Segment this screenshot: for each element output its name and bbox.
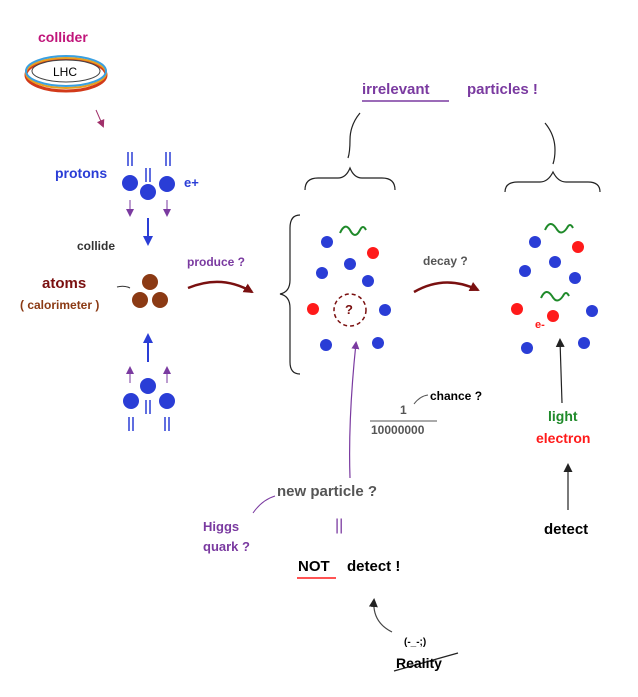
collider-arrow (95, 109, 105, 128)
electron-label: electron (536, 430, 591, 446)
unknown-particle-mark: ? (345, 302, 353, 317)
proton-beam-lower (123, 333, 175, 431)
fraction-numerator: 1 (400, 403, 407, 417)
detect-label: detect (544, 521, 589, 538)
decay-label: decay ? (423, 254, 468, 268)
lhc-ring (24, 55, 108, 93)
irrelevant-label: irrelevant (362, 81, 430, 98)
e-minus-label: e- (535, 319, 545, 331)
reality-strike (393, 652, 459, 672)
produce-arrow (187, 280, 254, 294)
irrelevant-bracket-left (347, 112, 361, 159)
not-detect-label: detect ! (347, 558, 401, 575)
top-brace-right (504, 170, 601, 193)
light-electron-arrow (555, 338, 565, 404)
new-particle-arrow (349, 341, 360, 479)
proton-beam-upper (122, 152, 175, 246)
face-emoticon: (-_-;) (404, 637, 427, 648)
new-particle-label: new particle ? (277, 483, 378, 500)
chance-label: chance ? (430, 389, 483, 403)
higgs-label: Higgs (203, 519, 240, 534)
reality-label: Reality (396, 655, 442, 671)
collider-label: collider (38, 29, 88, 45)
calorimeter-label: ( calorimeter ) (20, 298, 100, 312)
chance-pointer (413, 394, 429, 405)
higgs-pointer (252, 495, 276, 514)
atoms-pointer (116, 285, 131, 289)
top-brace-middle (304, 166, 396, 191)
quark-label: quark ? (203, 539, 250, 554)
atoms-label: atoms (42, 275, 87, 292)
right-particle-cluster (511, 223, 598, 354)
collide-label: collide (77, 239, 116, 253)
atom-cluster (132, 274, 168, 308)
middle-particle-cluster (307, 225, 391, 351)
not-label: NOT (298, 558, 330, 575)
decay-arrow (413, 281, 480, 294)
e-plus-label: e+ (184, 175, 199, 190)
protons-label: protons (55, 165, 108, 181)
irrelevant-bracket-right (544, 122, 556, 165)
particles-label: particles ! (467, 81, 538, 98)
lhc-label: LHC (53, 65, 78, 79)
fraction-denominator: 10000000 (371, 423, 425, 437)
middle-brace (279, 214, 301, 375)
produce-label: produce ? (187, 255, 246, 269)
light-label: light (548, 408, 578, 424)
reality-arrow (368, 598, 393, 633)
parallel-symbol: || (335, 517, 344, 534)
